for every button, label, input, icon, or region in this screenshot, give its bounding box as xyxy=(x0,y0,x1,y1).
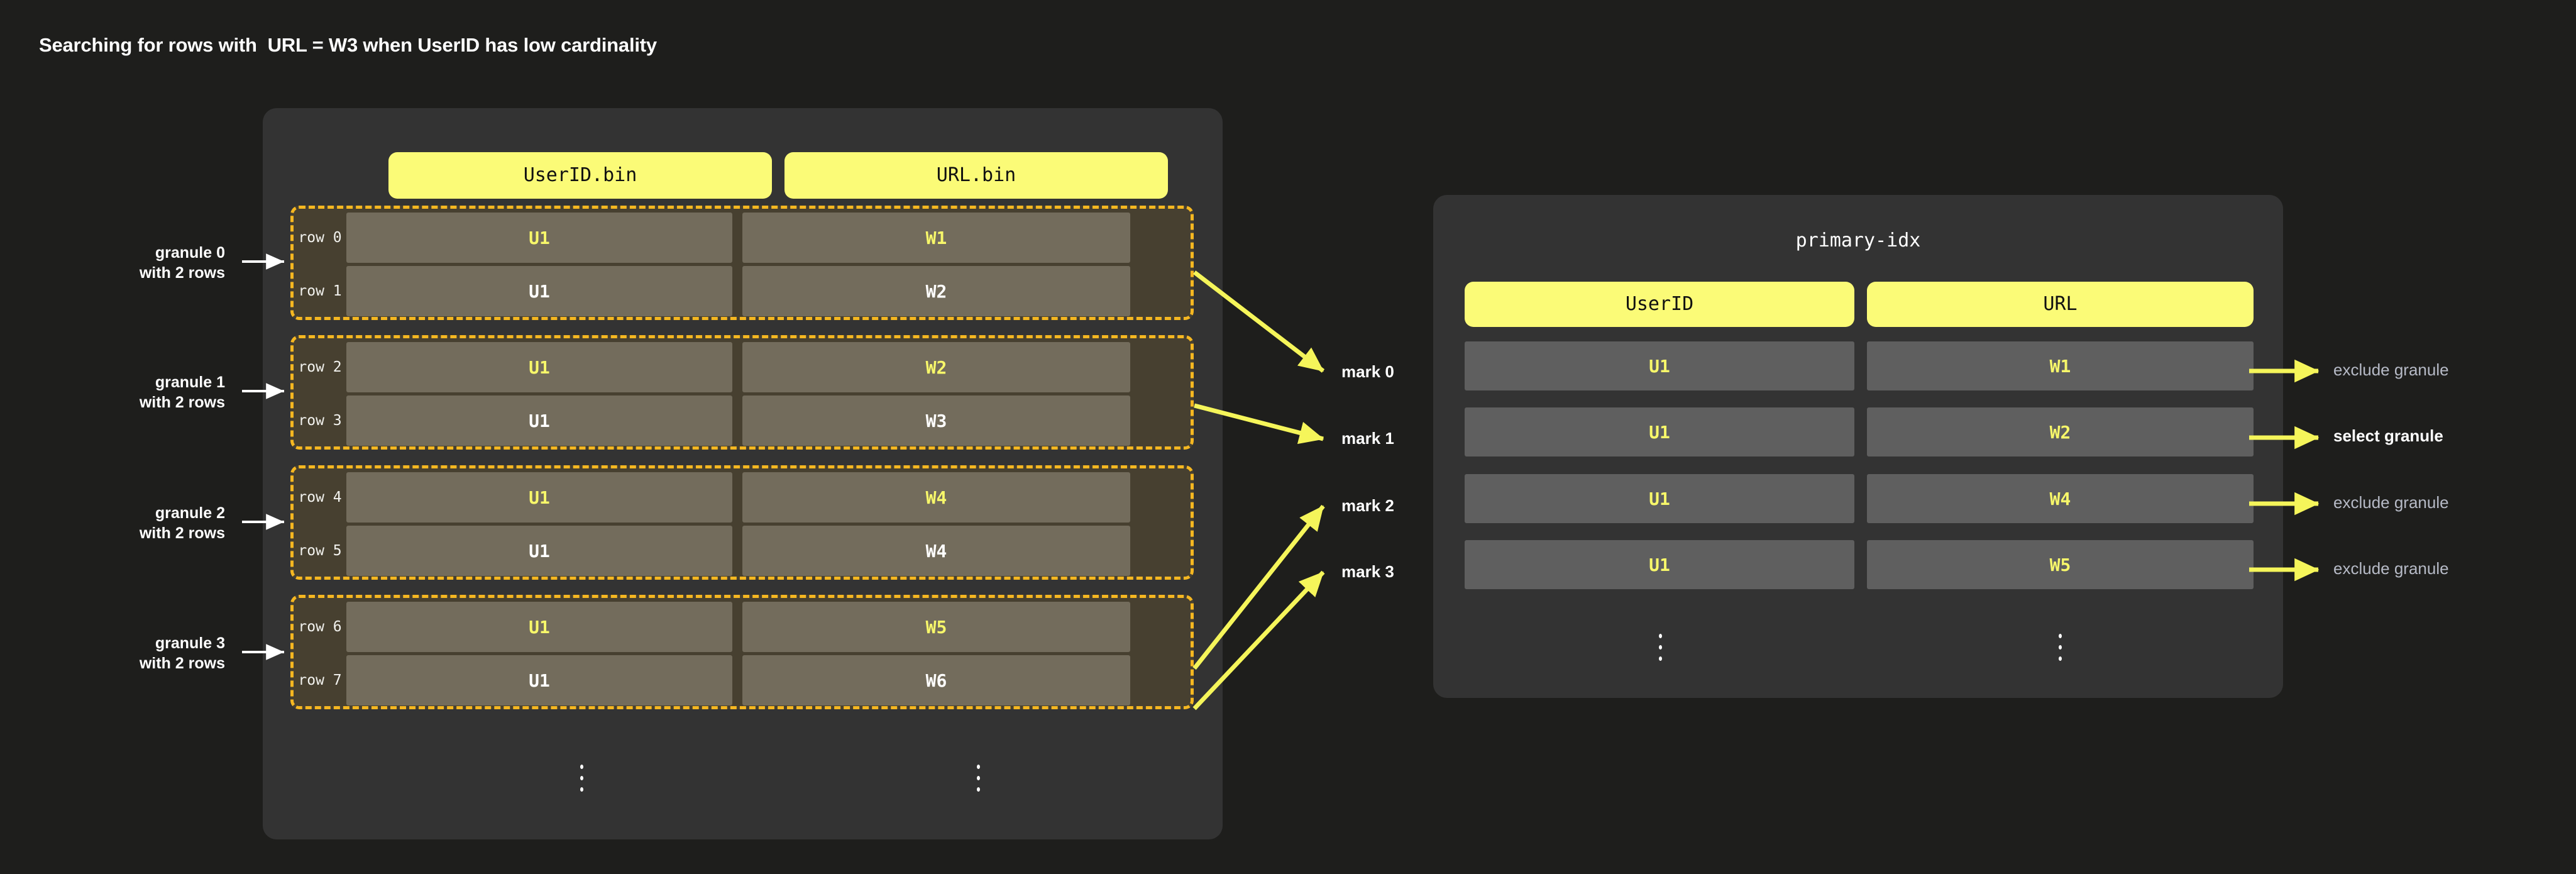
row-label: row 1 xyxy=(298,283,342,299)
mark-label-0: mark 0 xyxy=(1341,362,1394,381)
decision-label-1: select granule xyxy=(2333,426,2443,445)
row-label: row 4 xyxy=(298,489,342,506)
cell-userid: U1 xyxy=(346,213,732,263)
table-row: row 0 U1 W1 xyxy=(294,213,1191,263)
row-label: row 7 xyxy=(298,672,342,689)
decision-label-3: exclude granule xyxy=(2333,559,2449,578)
page-title: Searching for rows with URL = W3 when Us… xyxy=(39,34,657,56)
cell-url: W2 xyxy=(742,342,1130,392)
table-row: row 1 U1 W2 xyxy=(294,266,1191,316)
cell-url: W6 xyxy=(742,655,1130,705)
table-row: row 5 U1 W4 xyxy=(294,526,1191,576)
cell-userid: U1 xyxy=(346,266,732,316)
cell-url: W5 xyxy=(742,602,1130,652)
index-cell-url: W2 xyxy=(1867,407,2254,456)
cell-url: W4 xyxy=(742,526,1130,576)
cell-userid: U1 xyxy=(346,526,732,576)
index-cell-url: W5 xyxy=(1867,540,2254,589)
index-row[interactable]: U1 W1 xyxy=(1465,341,2254,390)
index-cell-userid: U1 xyxy=(1465,341,1854,390)
decision-label-2: exclude granule xyxy=(2333,493,2449,512)
index-cell-url: W4 xyxy=(1867,474,2254,523)
index-row[interactable]: U1 W5 xyxy=(1465,540,2254,589)
mark-label-2: mark 2 xyxy=(1341,496,1394,515)
mark-label-1: mark 1 xyxy=(1341,429,1394,448)
column-header-url-bin: URL.bin xyxy=(784,152,1168,199)
granule-box-1[interactable]: row 2 U1 W2 row 3 U1 W3 xyxy=(290,335,1194,450)
decision-label-0: exclude granule xyxy=(2333,360,2449,379)
row-label: row 5 xyxy=(298,543,342,559)
vertical-ellipsis-icon xyxy=(578,765,585,792)
table-row: row 3 U1 W3 xyxy=(294,396,1191,446)
cell-url: W3 xyxy=(742,396,1130,446)
index-cell-userid: U1 xyxy=(1465,474,1854,523)
cell-userid: U1 xyxy=(346,655,732,705)
cell-userid: U1 xyxy=(346,602,732,652)
vertical-ellipsis-icon xyxy=(2057,634,2063,661)
index-column-header-url: URL xyxy=(1867,282,2254,327)
table-row: row 4 U1 W4 xyxy=(294,472,1191,523)
index-column-header-userid: UserID xyxy=(1465,282,1854,327)
granule-box-3[interactable]: row 6 U1 W5 row 7 U1 W6 xyxy=(290,595,1194,709)
vertical-ellipsis-icon xyxy=(1657,634,1663,661)
cell-userid: U1 xyxy=(346,342,732,392)
primary-index-title: primary-idx xyxy=(1795,230,1921,252)
index-cell-userid: U1 xyxy=(1465,407,1854,456)
index-cell-userid: U1 xyxy=(1465,540,1854,589)
granule-box-0[interactable]: row 0 U1 W1 row 1 U1 W2 xyxy=(290,206,1194,320)
row-label: row 6 xyxy=(298,619,342,635)
index-row[interactable]: U1 W2 xyxy=(1465,407,2254,456)
row-label: row 2 xyxy=(298,359,342,375)
vertical-ellipsis-icon xyxy=(975,765,981,792)
mark-label-3: mark 3 xyxy=(1341,562,1394,581)
column-header-userid-bin: UserID.bin xyxy=(388,152,772,199)
cell-url: W2 xyxy=(742,266,1130,316)
cell-userid: U1 xyxy=(346,396,732,446)
granule-box-2[interactable]: row 4 U1 W4 row 5 U1 W4 xyxy=(290,465,1194,580)
index-row[interactable]: U1 W4 xyxy=(1465,474,2254,523)
table-row: row 2 U1 W2 xyxy=(294,342,1191,392)
cell-url: W4 xyxy=(742,472,1130,523)
index-cell-url: W1 xyxy=(1867,341,2254,390)
cell-userid: U1 xyxy=(346,472,732,523)
cell-url: W1 xyxy=(742,213,1130,263)
row-label: row 3 xyxy=(298,412,342,429)
table-row: row 7 U1 W6 xyxy=(294,655,1191,705)
table-row: row 6 U1 W5 xyxy=(294,602,1191,652)
row-label: row 0 xyxy=(298,230,342,246)
